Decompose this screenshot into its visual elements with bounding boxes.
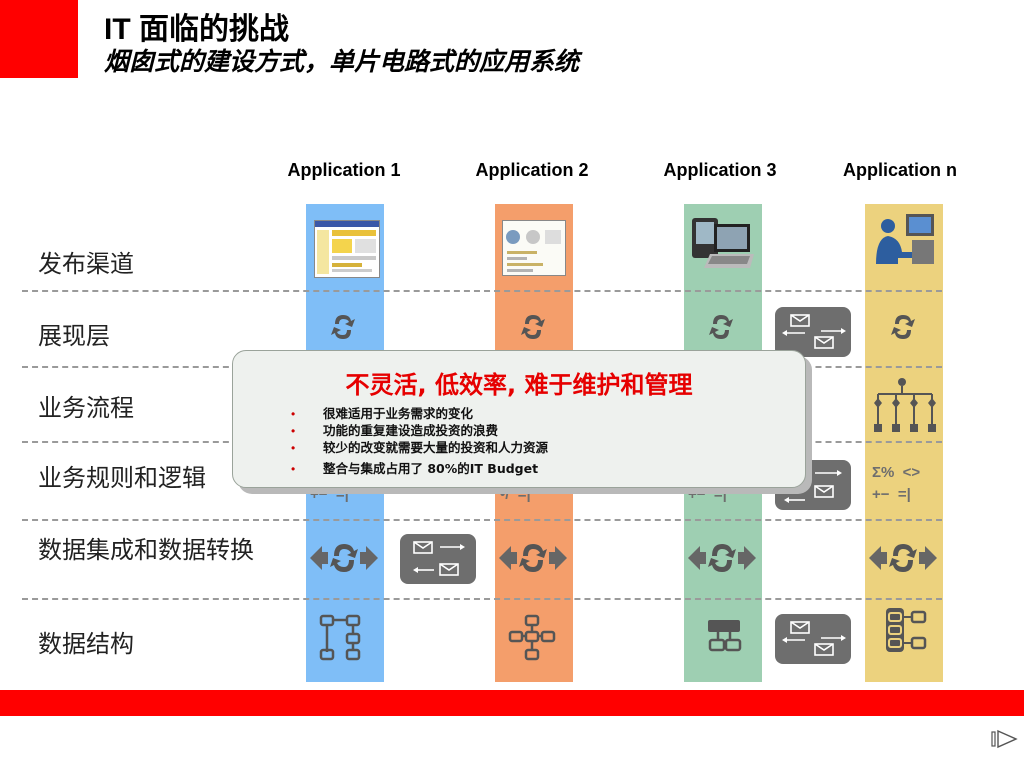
data-structure-icon <box>507 612 557 667</box>
sync-icon <box>518 310 548 349</box>
callout-title: 不灵活, 低效率, 难于维护和管理 <box>233 365 805 400</box>
app-header-n: Application n <box>820 160 980 181</box>
layer-divider <box>22 519 942 521</box>
sync-icon <box>706 310 736 349</box>
data-structure-icon <box>318 612 368 667</box>
sync-icon <box>888 310 918 349</box>
callout-bullet: •整合与集成占用了 80%的IT Budget <box>291 458 548 475</box>
callout-bullet-list: •很难适用于业务需求的变化 •功能的重复建设造成投资的浪费 •较少的改变就需要大… <box>291 403 548 475</box>
laptop-device-icon <box>690 216 756 279</box>
callout-bullet: •较少的改变就需要大量的投资和人力资源 <box>291 437 548 454</box>
rule-symbols-partial: +− =| <box>310 486 349 503</box>
challenge-callout: 不灵活, 低效率, 难于维护和管理 •很难适用于业务需求的变化 •功能的重复建设… <box>232 350 806 488</box>
exchange-icon <box>497 538 569 583</box>
exchange-icon <box>867 538 939 583</box>
flowchart-icon <box>868 376 940 441</box>
sync-icon <box>328 310 358 349</box>
exchange-icon <box>686 538 758 583</box>
rule-symbols-partial: •/ =| <box>500 486 531 503</box>
rule-symbols-ops: +− =| <box>872 486 911 503</box>
data-structure-icon <box>700 614 750 663</box>
layer-label-data-structure: 数据结构 <box>38 624 134 659</box>
data-structure-icon <box>882 604 930 661</box>
play-nav-icon[interactable] <box>990 728 1018 750</box>
layer-label-process: 业务流程 <box>38 388 134 423</box>
layer-label-presentation: 展现层 <box>38 316 110 351</box>
exchange-icon <box>308 538 380 583</box>
dashboard-thumbnail <box>502 220 566 276</box>
message-exchange-box <box>775 614 851 664</box>
layer-label-integration: 数据集成和数据转换 <box>38 530 254 565</box>
layer-label-rules: 业务规则和逻辑 <box>38 458 206 493</box>
callout-bullet: •功能的重复建设造成投资的浪费 <box>291 420 548 437</box>
app-header-2: Application 2 <box>452 160 612 181</box>
layer-label-channel: 发布渠道 <box>38 244 134 279</box>
rule-symbols-partial: +− =| <box>688 486 727 503</box>
page-subtitle: 烟囱式的建设方式，单片电路式的应用系统 <box>104 42 579 78</box>
app-header-1: Application 1 <box>264 160 424 181</box>
callout-bullet: •很难适用于业务需求的变化 <box>291 403 548 420</box>
red-accent-block <box>0 0 78 78</box>
message-exchange-box <box>400 534 476 584</box>
web-portal-thumbnail <box>314 220 380 278</box>
layer-divider <box>22 598 942 600</box>
layer-divider <box>22 290 942 292</box>
rule-symbols-sigma: Σ% <> <box>872 464 920 481</box>
server-user-icon <box>872 212 938 273</box>
bottom-accent-bar <box>0 690 1024 716</box>
app-header-3: Application 3 <box>640 160 800 181</box>
